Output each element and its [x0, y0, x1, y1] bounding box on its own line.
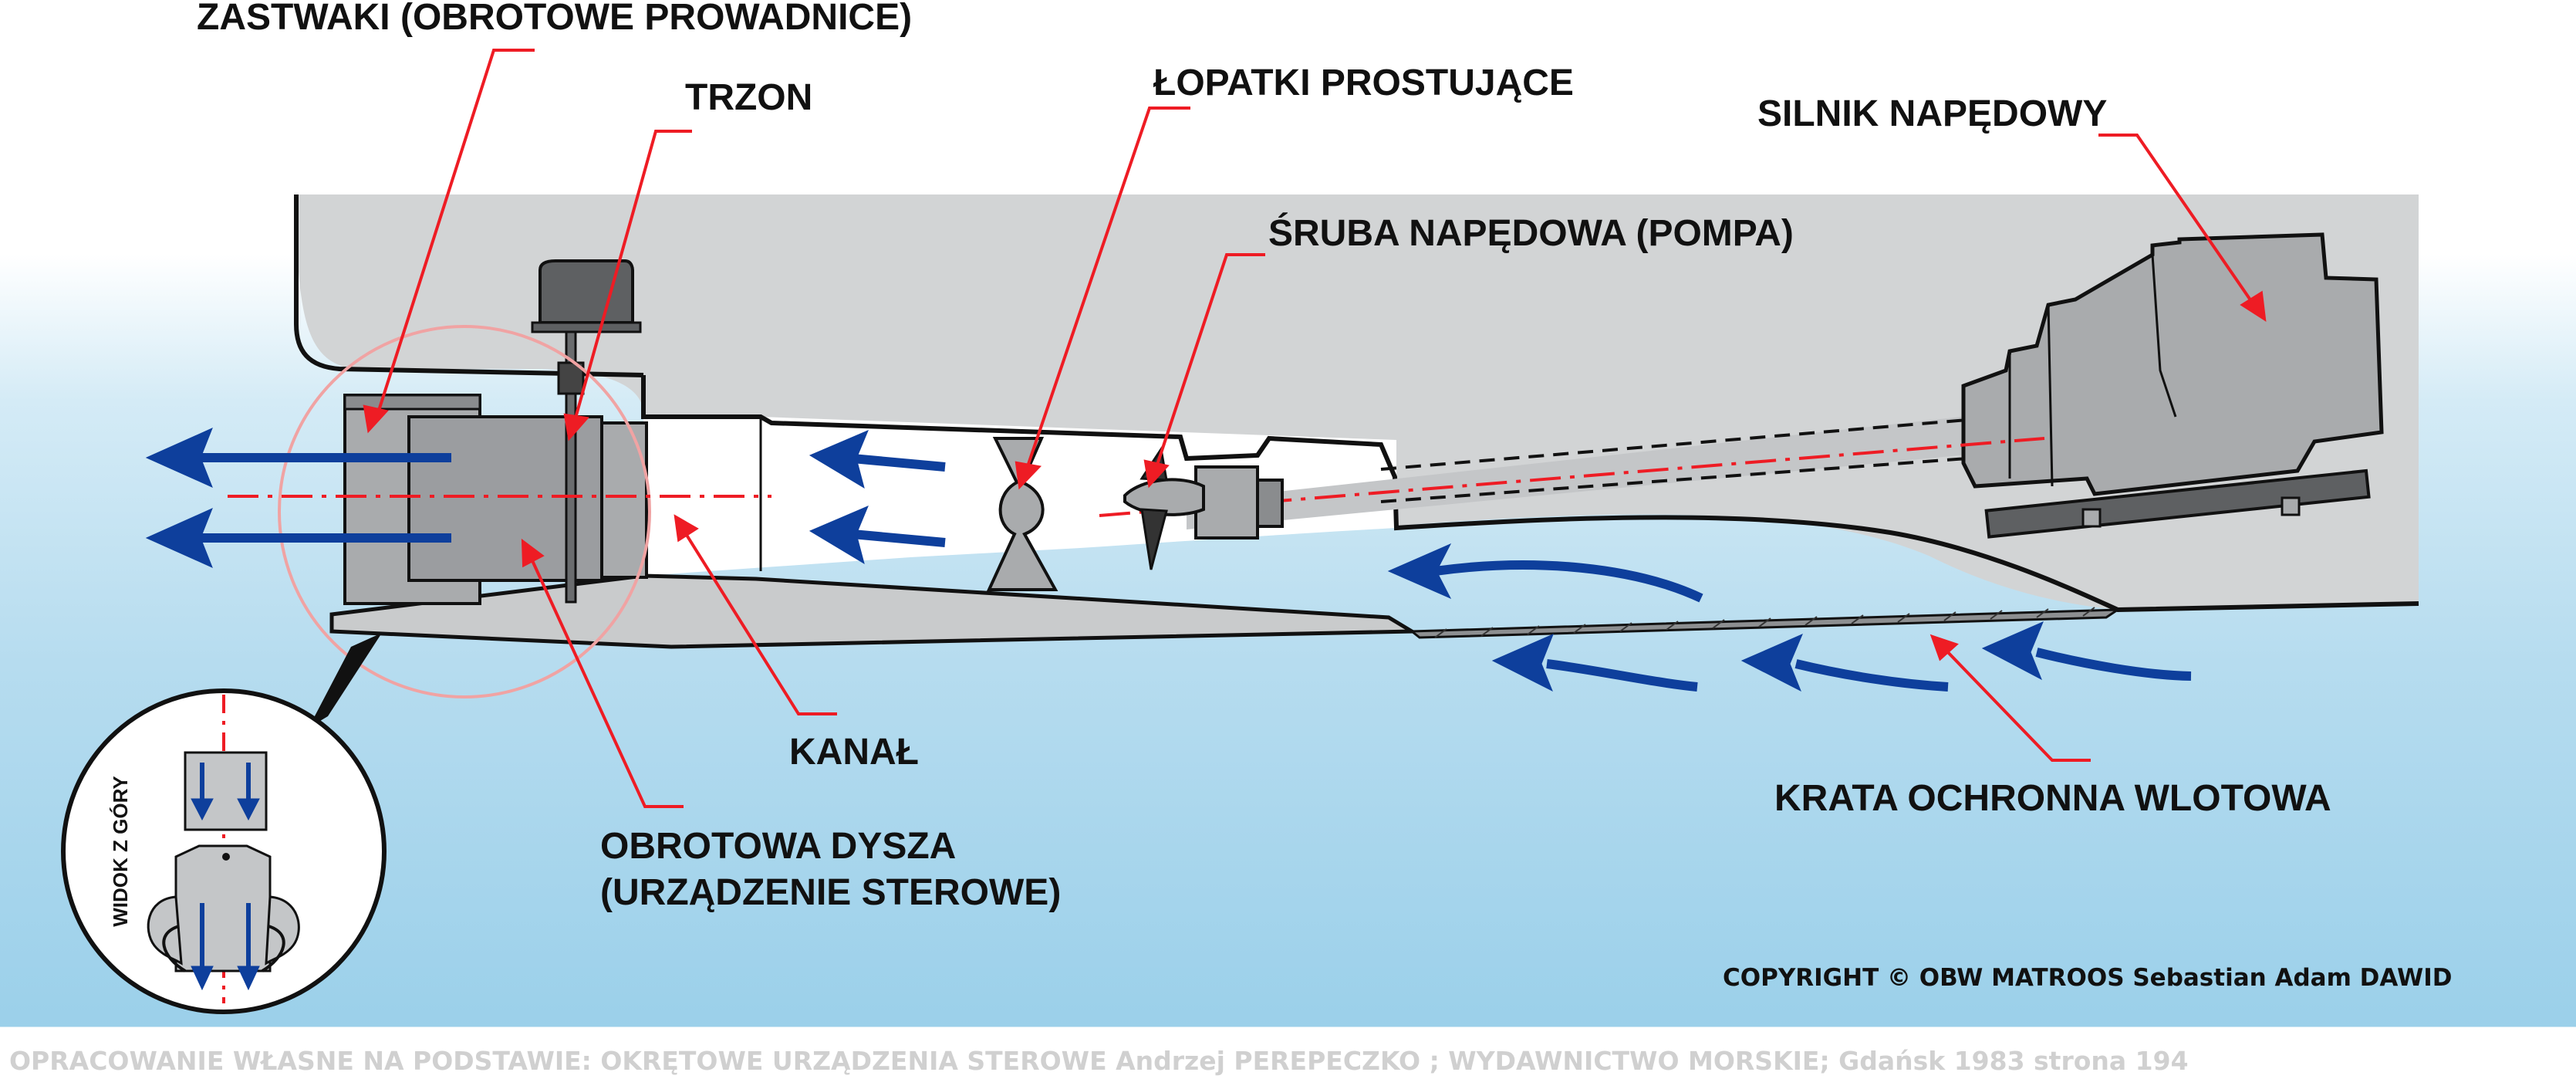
label-sruba: ŚRUBA NAPĘDOWA (POMPA) [1268, 211, 1794, 254]
intake-grate [1408, 608, 2122, 639]
leader-zastwaki [363, 49, 535, 434]
grate-hatching [1434, 607, 2095, 638]
hull-body [296, 194, 2419, 610]
leader-trzon [563, 130, 692, 441]
top-view-inset: WIDOK Z GÓRY [61, 633, 387, 1014]
steering-nozzle [343, 394, 648, 605]
rudder-stock [531, 259, 642, 604]
duct-upper-wall [641, 375, 2419, 613]
label-trzon: TRZON [685, 77, 812, 118]
copyright-text: COPYRIGHT © OBW MATROOS Sebastian Adam D… [1723, 964, 2452, 992]
outflow-arrow-lower [145, 508, 451, 568]
hull-outline [294, 194, 644, 377]
leader-kanal [674, 514, 837, 715]
label-dysza-line1: OBROTOWA DYSZA [600, 826, 956, 867]
leader-lopatki [1015, 107, 1190, 490]
intake-arrow-2 [1740, 634, 1949, 692]
source-footer: OPRACOWANIE WŁASNE NA PODSTAWIE: OKRĘTOW… [9, 1046, 2189, 1076]
duct-arrow-upper [809, 430, 946, 489]
leader-silnik [2098, 134, 2267, 322]
label-krata: KRATA OCHRONNA WLOTOWA [1774, 778, 2331, 819]
engine-axis-line [1099, 437, 2045, 517]
label-zastwaki: ZASTWAKI (OBROTOWE PROWADNICE) [197, 0, 912, 38]
nozzle-detail-circle [278, 325, 651, 698]
leader-dysza [521, 538, 684, 808]
label-silnik: SILNIK NAPĘDOWY [1757, 93, 2107, 134]
straightening-vanes [986, 437, 1058, 591]
leader-sruba [1143, 253, 1265, 489]
intake-arrow-1 [1491, 634, 1698, 692]
flow-arrows [145, 428, 2192, 692]
intake-floor [329, 573, 1419, 649]
label-kanal: KANAŁ [789, 732, 919, 773]
coupling [1194, 465, 1284, 540]
label-dysza-line2: (URZĄDZENIE STEROWE) [600, 872, 1061, 913]
intake-arrow-3 [1981, 621, 2192, 681]
label-lopatki: ŁOPATKI PROSTUJĄCE [1153, 63, 1574, 103]
leader-krata [1929, 634, 2091, 762]
engine [1961, 232, 2384, 539]
duct-arrow-lower [809, 506, 946, 565]
top-view-label: WIDOK Z GÓRY [109, 776, 132, 926]
intake-arrow-top [1387, 543, 1703, 603]
outflow-arrow-upper [145, 428, 451, 488]
leader-lines [363, 49, 2267, 808]
